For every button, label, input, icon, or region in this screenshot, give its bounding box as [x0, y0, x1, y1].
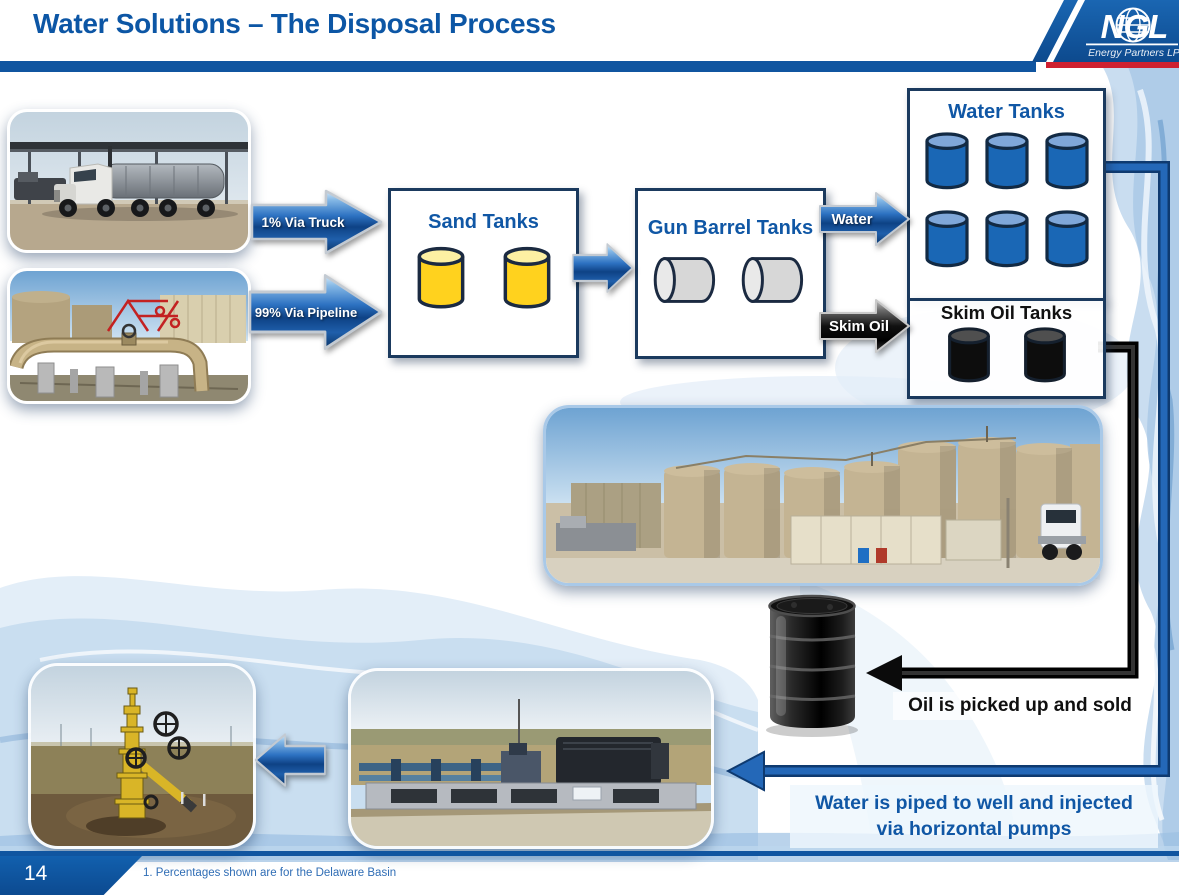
truck-intake-photo [7, 109, 251, 253]
page-title: Water Solutions – The Disposal Process [33, 8, 556, 39]
tank-farm-photo [543, 405, 1103, 586]
pipeline-feed-arrow-label: 99% Via Pipeline [254, 304, 358, 320]
pump-motor [556, 737, 669, 785]
skim-oil-arrow-label: Skim Oil [828, 318, 890, 335]
skim-oil-tank-icon [947, 327, 990, 383]
skim-oil-tanks-box: Skim Oil Tanks [907, 298, 1106, 399]
wellhead-photo [28, 663, 256, 849]
truck-feed-arrow-label: 1% Via Truck [261, 214, 345, 230]
injection-caption-line1: Water is piped to well and injected [815, 792, 1133, 814]
skim-oil-tank-icon [1023, 327, 1066, 383]
water-tank-icon [924, 210, 969, 268]
pump-to-well-arrow [254, 732, 326, 788]
sand-tank-icon [503, 246, 550, 309]
pipeline-intake-photo [7, 268, 251, 404]
water-splash-right [1098, 60, 1179, 860]
ngl-logo: NGL Energy Partners LP [1020, 0, 1179, 70]
injection-caption: Water is piped to well and injected via … [790, 785, 1158, 848]
sand-tank-icon [417, 246, 464, 309]
globe-icon [1115, 7, 1151, 43]
water-arrow-label: Water [831, 211, 873, 228]
logo-tagline: Energy Partners LP [1088, 47, 1179, 59]
logo-stripe [1032, 0, 1078, 62]
oil-drum-icon [760, 588, 865, 738]
water-tanks-title: Water Tanks [948, 101, 1065, 123]
water-tanks-box: Water Tanks [907, 88, 1106, 301]
sand-to-gunbarrel-arrow [572, 242, 634, 294]
water-tank-icon [1044, 132, 1089, 190]
gun-barrel-tank-icon [653, 257, 715, 303]
logo-name: NGL [1101, 8, 1168, 45]
skim-oil-tanks-title: Skim Oil Tanks [940, 302, 1073, 323]
logo-underline [1086, 43, 1178, 46]
red-valve-frame [106, 298, 181, 332]
sand-tanks-box: Sand Tanks [388, 188, 579, 358]
oil-caption: Oil is picked up and sold [893, 692, 1147, 720]
gun-barrel-tanks-box: Gun Barrel Tanks [635, 188, 826, 359]
pipeline-feed-arrow [248, 272, 384, 352]
truck-feed-arrow [250, 188, 384, 256]
page-number: 14 [24, 862, 48, 885]
horizontal-pump-photo [348, 668, 714, 849]
footer-rule [0, 851, 1179, 856]
logo-red-bar [1046, 62, 1179, 68]
injection-caption-line2: via horizontal pumps [876, 818, 1072, 841]
wellhead-tree [114, 687, 198, 819]
sand-tanks-title: Sand Tanks [428, 211, 539, 233]
water-tank-icon [924, 132, 969, 190]
gun-barrel-tanks-title: Gun Barrel Tanks [647, 217, 814, 239]
water-tank-icon [984, 132, 1029, 190]
pump-piping [359, 743, 541, 783]
title-underline [0, 61, 1036, 72]
water-tank-icon [1044, 210, 1089, 268]
footnote: 1. Percentages shown are for the Delawar… [143, 867, 397, 879]
water-tank-icon [984, 210, 1029, 268]
gun-barrel-tank-icon [741, 257, 803, 303]
